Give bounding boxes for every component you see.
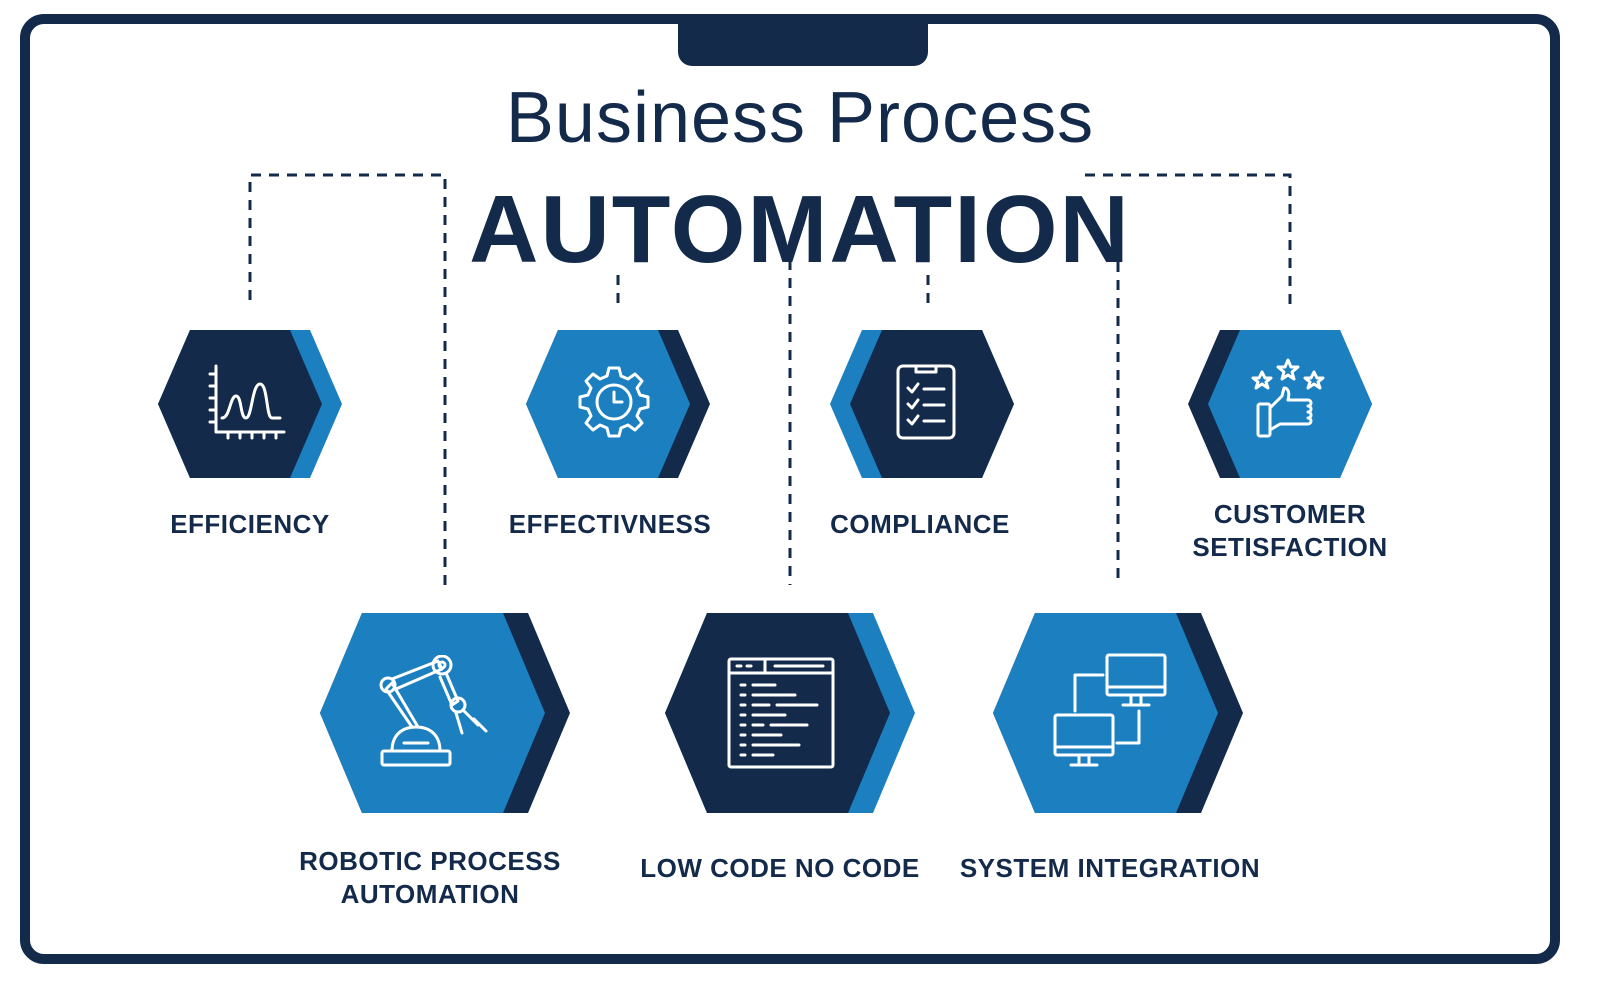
node-compliance [830,330,1014,478]
frame-tab [678,14,928,66]
node-customer-satisfaction [1188,330,1372,478]
checklist-icon [896,364,956,440]
node-low-code-no-code [665,613,915,813]
node-system-integration [993,613,1243,813]
node-robotic-process-automation [320,613,570,813]
connector-efficiency [248,173,447,585]
label-robotic-process-automation: ROBOTIC PROCESS AUTOMATION [280,845,580,911]
title-line-1: Business Process [505,78,1095,158]
label-customer-line1: CUSTOMER [1213,499,1367,529]
label-effectiveness: EFFECTIVNESS [508,509,712,539]
gear-clock-icon [578,366,650,438]
label-customer-line2: SETISFACTION [1192,532,1388,562]
node-efficiency [158,330,342,478]
label-rpa-line2: AUTOMATION [340,879,520,909]
label-efficiency: EFFICIENCY [170,509,330,539]
thumbs-up-stars-icon [1251,358,1325,438]
robot-arm-icon [379,655,488,767]
title-line-2: AUTOMATION [469,176,1131,283]
label-low-code-no-code: LOW CODE NO CODE [640,853,920,883]
connector-customer [1085,173,1292,308]
label-system-integration: SYSTEM INTEGRATION [959,853,1261,883]
label-compliance: COMPLIANCE [830,509,1010,539]
node-effectiveness [526,330,710,478]
chart-icon [208,364,286,440]
code-window-icon [727,657,835,769]
network-computers-icon [1053,653,1167,767]
label-customer-satisfaction: CUSTOMER SETISFACTION [1160,498,1420,564]
label-rpa-line1: ROBOTIC PROCESS [299,846,561,876]
